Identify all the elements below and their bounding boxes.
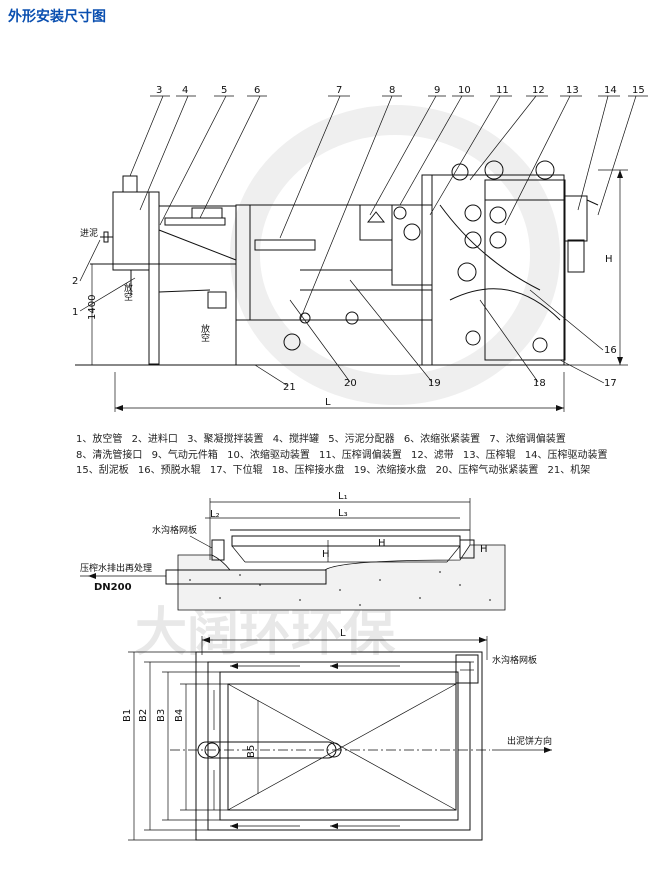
- watermark-logo: [230, 105, 560, 405]
- legend-row-1: 1、放空管 2、进料口 3、聚凝搅拌装置 4、搅拌罐 5、污泥分配器 6、浓缩张…: [76, 432, 666, 448]
- grate-left: [211, 539, 225, 561]
- callout-21: 21: [283, 382, 296, 393]
- dim-B2: B2: [138, 709, 149, 722]
- mixing-tank: [112, 191, 150, 271]
- callout-numbers: 3 4 5 6 7 8 9 10 11 12 13 14 15 2 1 16 1…: [72, 85, 645, 393]
- legend-item: 10、浓缩驱动装置: [227, 449, 310, 461]
- grate-box: [455, 654, 479, 684]
- section-view: L₁ L₃ L₂ H H H 水沟格网板 压榨水排出再处理 DN200: [80, 491, 506, 611]
- dim-L-plan: L: [340, 628, 346, 639]
- callout-19: 19: [428, 378, 441, 389]
- legend-item: 16、预脱水辊: [137, 465, 201, 476]
- dim-h1: H: [322, 549, 330, 560]
- legend-item: 20、压榨气动张紧装置: [435, 465, 539, 476]
- drain1-label: 放空: [122, 282, 133, 301]
- dim-L1: L₁: [338, 491, 348, 502]
- watermark: 大阔环环保: [135, 603, 396, 663]
- dim-H-top: H: [605, 254, 613, 265]
- callout-10: 10: [458, 85, 471, 96]
- callout-20: 20: [344, 378, 357, 389]
- legend-item: 4、搅拌罐: [272, 434, 320, 445]
- legend-item: 21、机架: [547, 465, 591, 476]
- dim-h3: H: [480, 544, 488, 555]
- legend-item: 1、放空管: [76, 434, 123, 445]
- legend-item: 2、进料口: [131, 434, 178, 445]
- trench-outer: [195, 651, 483, 841]
- dim-h2: H: [378, 538, 386, 549]
- dim-L-top: L: [325, 397, 331, 408]
- thickening-adjuster: [254, 239, 316, 251]
- callout-13: 13: [566, 85, 579, 96]
- callout-9: 9: [434, 85, 440, 96]
- grate-label-section: 水沟格网板: [152, 524, 197, 536]
- legend-row-3: 15、刮泥板 16、预脱水辊 17、下位辊 18、压榨接水盘 19、浓缩接水盘 …: [76, 463, 666, 479]
- dim-B1: B1: [122, 709, 133, 722]
- dim-B5: B5: [246, 745, 257, 758]
- height-1400: 1400: [87, 295, 98, 320]
- drain-pipe: [165, 569, 327, 585]
- callout-6: 6: [254, 85, 260, 96]
- callout-16: 16: [604, 345, 617, 356]
- plan-view: L 水沟格网板 出泥饼方向 B1: [122, 628, 552, 841]
- callout-18: 18: [533, 378, 546, 389]
- legend-item: 3、聚凝搅拌装置: [187, 434, 264, 445]
- sludge-distributor: [164, 217, 226, 226]
- callout-4: 4: [182, 85, 188, 96]
- legend-item: 19、浓缩接水盘: [353, 465, 427, 476]
- legend-item: 9、气动元件箱: [151, 449, 218, 461]
- dim-L3: L₃: [338, 508, 348, 519]
- grate-right: [459, 539, 475, 559]
- press-roller-top-1: [451, 163, 469, 181]
- legend-item: 13、压榨辊: [462, 449, 516, 461]
- parts-legend: 1、放空管 2、进料口 3、聚凝搅拌装置 4、搅拌罐 5、污泥分配器 6、浓缩张…: [76, 432, 666, 479]
- dim-B4: B4: [174, 709, 185, 722]
- machine-footprint: [227, 683, 457, 811]
- callout-12: 12: [532, 85, 545, 96]
- drain-label: 压榨水排出再处理: [80, 562, 152, 574]
- elevation-view: 3 4 5 6 7 8 9 10 11 12 13 14 15 2 1 16 1…: [72, 85, 648, 412]
- callout-14: 14: [604, 85, 617, 96]
- callout-2: 2: [72, 276, 78, 287]
- press-drive: [564, 195, 588, 242]
- callout-7: 7: [336, 85, 342, 96]
- callout-1: 1: [72, 307, 78, 318]
- legend-item: 18、压榨接水盘: [271, 465, 345, 476]
- legend-item: 8、清洗管接口: [76, 449, 143, 461]
- callout-17: 17: [604, 378, 617, 389]
- drain-valve: [207, 291, 227, 309]
- inlet-label: 进泥: [80, 228, 98, 239]
- callout-8: 8: [389, 85, 395, 96]
- legend-item: 14、压榨驱动装置: [524, 449, 608, 461]
- callout-15: 15: [632, 85, 645, 96]
- drain2-label: 放空: [199, 323, 210, 342]
- trench-inner: [207, 661, 471, 831]
- callout-5: 5: [221, 85, 227, 96]
- legend-item: 15、刮泥板: [76, 465, 129, 476]
- callout-11: 11: [496, 85, 509, 96]
- legend-item: 11、压榨调偏装置: [319, 449, 402, 461]
- dim-L2: L₂: [210, 509, 220, 520]
- legend-item: 5、污泥分配器: [328, 434, 395, 445]
- pipe-size: DN200: [94, 582, 132, 593]
- legend-item: 6、浓缩张紧装置: [403, 434, 481, 445]
- legend-item: 12、滤带: [410, 449, 454, 461]
- callout-3: 3: [156, 85, 162, 96]
- legend-row-2: 8、清洗管接口 9、气动元件箱 10、浓缩驱动装置 11、压榨调偏装置 12、滤…: [76, 448, 666, 464]
- page-title: 外形安装尺寸图: [8, 9, 106, 25]
- legend-item: 17、下位辊: [209, 465, 263, 476]
- agitator-motor: [122, 175, 138, 193]
- cake-direction-label: 出泥饼方向: [507, 735, 552, 747]
- machine-base: [231, 535, 461, 547]
- legend-item: 7、浓缩调偏装置: [489, 434, 566, 445]
- thickening-drive: [391, 204, 433, 286]
- grate-label-plan: 水沟格网板: [492, 654, 537, 666]
- dim-B3: B3: [156, 709, 167, 722]
- tank-support: [148, 191, 160, 365]
